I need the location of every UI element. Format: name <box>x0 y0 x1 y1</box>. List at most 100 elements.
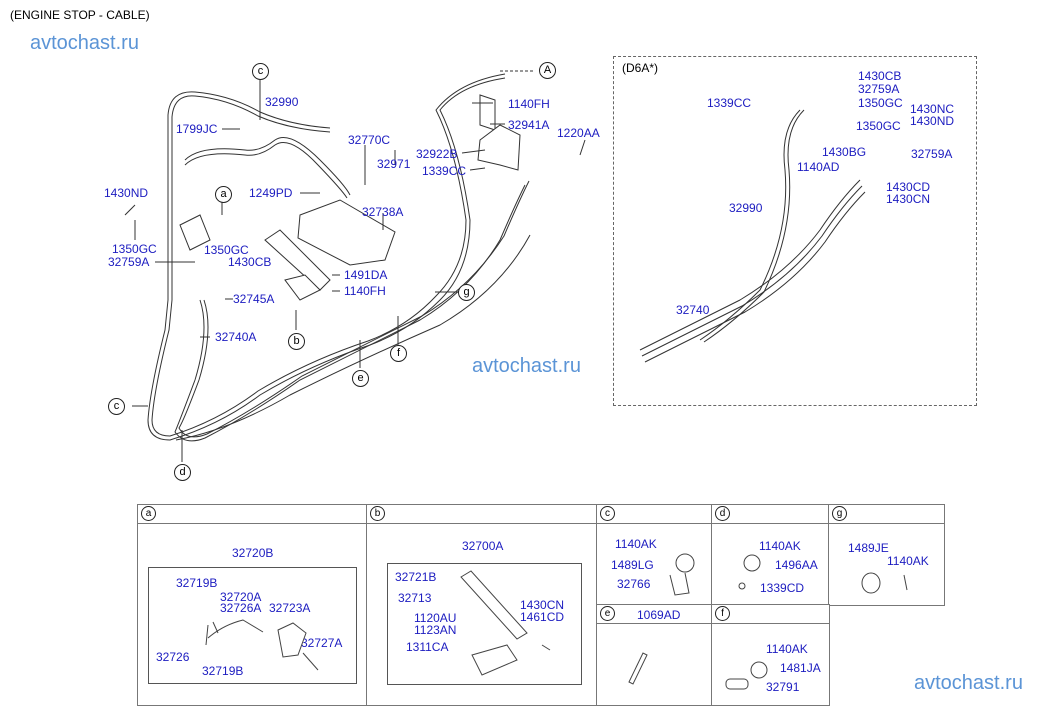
callout-a: a <box>141 506 156 521</box>
detail-cell-c: c 1140AK 1489LG 32766 <box>596 504 713 606</box>
part-label[interactable]: 1430ND <box>104 186 149 200</box>
part-label[interactable]: 1799JC <box>176 122 218 136</box>
part-label[interactable]: 1350GC <box>856 119 901 133</box>
cable-path <box>184 142 348 199</box>
part-label[interactable]: 1220AA <box>557 126 600 140</box>
part-label[interactable]: 1430CD <box>886 180 931 194</box>
callout-b: b <box>370 506 385 521</box>
part-label[interactable]: 32770C <box>348 133 391 147</box>
clamp-drawing <box>861 572 908 594</box>
part-label[interactable]: 32941A <box>508 118 550 132</box>
part-label[interactable]: 32922B <box>416 147 458 161</box>
part-label[interactable]: 1350GC <box>858 96 903 110</box>
part-label[interactable]: 32759A <box>911 147 953 161</box>
detail-cell-a: a 32720B 32719B 32720A 32726A 32723A 327… <box>137 504 368 706</box>
part-label[interactable]: 1339CD <box>760 581 805 595</box>
part-label[interactable]: 1496AA <box>775 558 818 572</box>
assembly-box <box>148 567 357 684</box>
variant-box-d6a <box>613 56 977 406</box>
callout-e[interactable]: e <box>352 370 369 387</box>
plate-shape <box>297 199 396 266</box>
part-label[interactable]: 1140FH <box>508 97 550 111</box>
callout-A[interactable]: A <box>539 62 556 79</box>
part-label[interactable]: 32726 <box>156 650 190 664</box>
part-label[interactable]: 1140AK <box>615 537 657 551</box>
callout-c[interactable]: c <box>108 398 125 415</box>
part-label[interactable]: 32723A <box>269 601 311 615</box>
part-label[interactable]: 1461CD <box>520 610 565 624</box>
assembly-label[interactable]: 32720B <box>232 546 274 560</box>
callout-b[interactable]: b <box>288 333 305 350</box>
callout-g: g <box>832 506 847 521</box>
sleeve-drawing <box>628 652 648 685</box>
part-label[interactable]: 1489LG <box>611 558 654 572</box>
part-label[interactable]: 32719B <box>202 664 244 678</box>
clamp-drawing <box>738 554 761 590</box>
detail-cell-e: e 1069AD <box>596 604 713 706</box>
callout-f: f <box>715 606 730 621</box>
part-label[interactable]: 1491DA <box>344 268 388 282</box>
part-label[interactable]: 1311CA <box>406 640 449 654</box>
part-label[interactable]: 32745A <box>233 292 275 306</box>
detail-cell-b: b 32700A 32721B 32713 1430CN 1461CD 1120… <box>366 504 598 706</box>
part-label[interactable]: 1430BG <box>822 145 867 159</box>
part-label[interactable]: 32727A <box>301 636 343 650</box>
assembly-box <box>387 563 582 685</box>
part-label[interactable]: 1430CN <box>520 598 565 612</box>
callout-a[interactable]: a <box>215 186 232 203</box>
part-label[interactable]: 32713 <box>398 591 432 605</box>
callout-d[interactable]: d <box>174 464 191 481</box>
watermark: avtochast.ru <box>30 32 139 54</box>
part-label[interactable]: 32726A <box>220 601 262 615</box>
part-label[interactable]: 1069AD <box>637 608 681 622</box>
detail-cell-f: f 1140AK 1481JA 32791 <box>711 604 830 706</box>
assembly-label[interactable]: 32700A <box>462 539 504 553</box>
part-label[interactable]: 32759A <box>108 255 150 269</box>
callout-g[interactable]: g <box>458 284 475 301</box>
cable-bundle <box>147 73 531 442</box>
part-label[interactable]: 1140AK <box>887 554 929 568</box>
part-label[interactable]: 1339CC <box>707 96 752 110</box>
part-label[interactable]: 32719B <box>176 576 218 590</box>
part-label[interactable]: 32720A <box>220 590 262 604</box>
part-label[interactable]: 1140AD <box>797 160 840 174</box>
part-label[interactable]: 1249PD <box>249 186 293 200</box>
part-label[interactable]: 1430NC <box>910 102 955 116</box>
part-label[interactable]: 1430CB <box>228 255 272 269</box>
part-label[interactable]: 1350GC <box>204 243 249 257</box>
part-label[interactable]: 32990 <box>729 201 763 215</box>
part-label[interactable]: 32740 <box>676 303 710 317</box>
callout-f[interactable]: f <box>390 345 407 362</box>
variant-label: (D6A*) <box>622 61 659 75</box>
part-label[interactable]: 1489JE <box>848 541 889 555</box>
clamp-drawing <box>669 553 695 596</box>
part-label[interactable]: 32971 <box>377 157 411 171</box>
part-label[interactable]: 1140FH <box>344 284 386 298</box>
part-label[interactable]: 32740A <box>215 330 257 344</box>
pedal-assembly-drawing <box>460 570 551 676</box>
part-label[interactable]: 32990 <box>265 95 299 109</box>
watermark: avtochast.ru <box>472 355 581 377</box>
part-label[interactable]: 32791 <box>766 680 800 694</box>
part-label[interactable]: 1430CB <box>858 69 902 83</box>
part-label[interactable]: 1123AN <box>414 623 457 637</box>
part-label[interactable]: 32721B <box>395 570 437 584</box>
part-label[interactable]: 1120AU <box>414 611 457 625</box>
part-label[interactable]: 1339CC <box>422 164 467 178</box>
callout-c[interactable]: c <box>252 63 269 80</box>
cable-path <box>184 137 351 196</box>
part-label[interactable]: 32738A <box>362 205 404 219</box>
part-label[interactable]: 1140AK <box>766 642 808 656</box>
callout-c: c <box>600 506 615 521</box>
part-label[interactable]: 32759A <box>858 82 900 96</box>
part-label[interactable]: 1481JA <box>780 661 821 675</box>
leader-lines <box>124 70 586 462</box>
part-label[interactable]: 1140AK <box>759 539 801 553</box>
part-label[interactable]: 32766 <box>617 577 651 591</box>
part-label[interactable]: 1430ND <box>910 114 955 128</box>
watermark: avtochast.ru <box>914 672 1023 694</box>
part-label[interactable]: 1350GC <box>112 242 157 256</box>
part-label[interactable]: 1430CN <box>886 192 931 206</box>
pedal-shape <box>264 229 331 291</box>
